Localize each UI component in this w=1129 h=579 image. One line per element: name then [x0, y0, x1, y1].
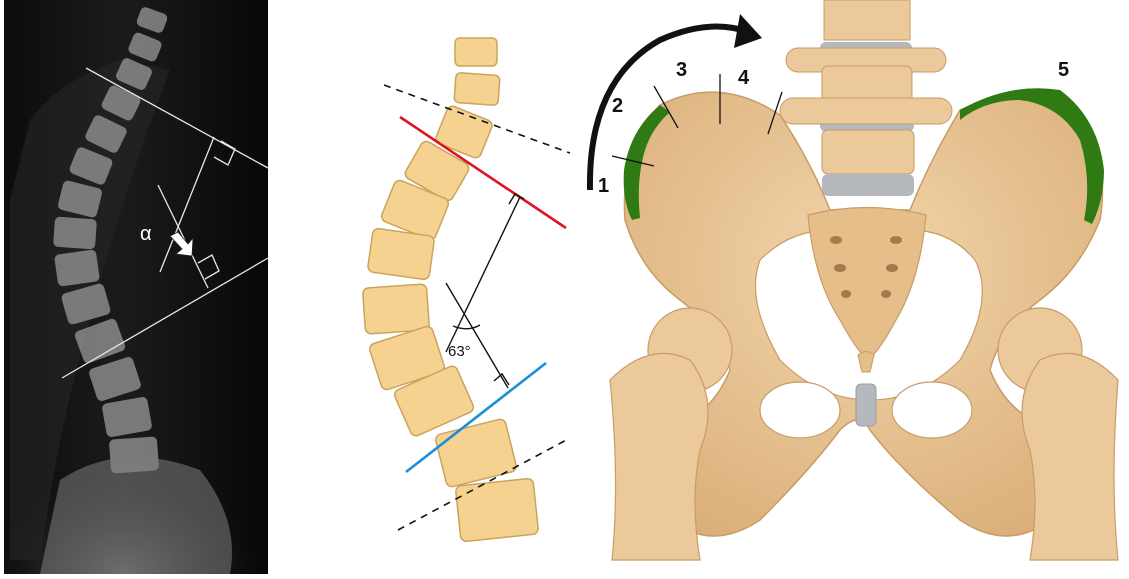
pelvis-diagram: 1 2 3 4 5: [575, 0, 1129, 574]
cobb-angle-symbol: α: [140, 223, 152, 245]
region-label-5: 5: [1058, 59, 1069, 81]
spine-diagram: 63°: [355, 0, 585, 574]
spine-diagram-panel: 63°: [355, 0, 585, 574]
xray-image: α: [0, 0, 270, 574]
region-label-2: 2: [612, 95, 623, 117]
pelvis-diagram-panel: 1 2 3 4 5: [575, 0, 1129, 574]
xray-panel: α: [0, 0, 270, 574]
region-label-3: 3: [676, 59, 687, 81]
region-label-4: 4: [738, 67, 750, 89]
region-label-1: 1: [598, 175, 609, 197]
cobb-angle-label: 63°: [448, 343, 471, 360]
